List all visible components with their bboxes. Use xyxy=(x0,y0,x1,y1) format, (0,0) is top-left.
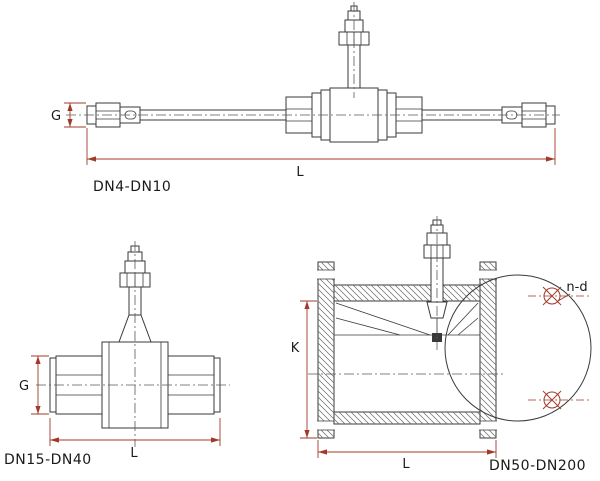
dimension-l-medium: L xyxy=(49,418,221,461)
dimension-k-large: K xyxy=(291,300,317,439)
dimension-g-medium: G xyxy=(19,355,49,415)
dimension-g-small: G xyxy=(51,102,86,128)
dim-label-g-small: G xyxy=(51,109,61,124)
flange-face-circle xyxy=(444,274,592,422)
bolt-hole-symbol xyxy=(542,390,562,410)
dimension-l-small: L xyxy=(86,128,556,180)
dim-label-l-large: L xyxy=(402,457,410,472)
dn4-dn10-drawing: G L DN4-DN10 xyxy=(51,2,560,195)
dim-label-l-small: L xyxy=(296,165,304,180)
range-label-dn15-dn40: DN15-DN40 xyxy=(4,452,92,468)
bolt-hole-symbol xyxy=(542,286,562,306)
range-label-dn4-dn10: DN4-DN10 xyxy=(93,179,171,195)
dim-label-l-medium: L xyxy=(130,446,138,461)
dn15-dn40-drawing: G L DN15-DN40 xyxy=(4,241,230,468)
dn50-dn200-drawing: n-d K L DN50-DN200 xyxy=(291,216,592,474)
dimension-l-large: L xyxy=(317,440,497,472)
bolt-note: n-d xyxy=(557,280,588,302)
meter-body-large xyxy=(317,261,497,439)
range-label-dn50-dn200: DN50-DN200 xyxy=(489,458,586,474)
dim-label-g-medium: G xyxy=(19,379,29,394)
bolt-note-label: n-d xyxy=(566,280,587,295)
dim-label-k-large: K xyxy=(291,341,300,356)
